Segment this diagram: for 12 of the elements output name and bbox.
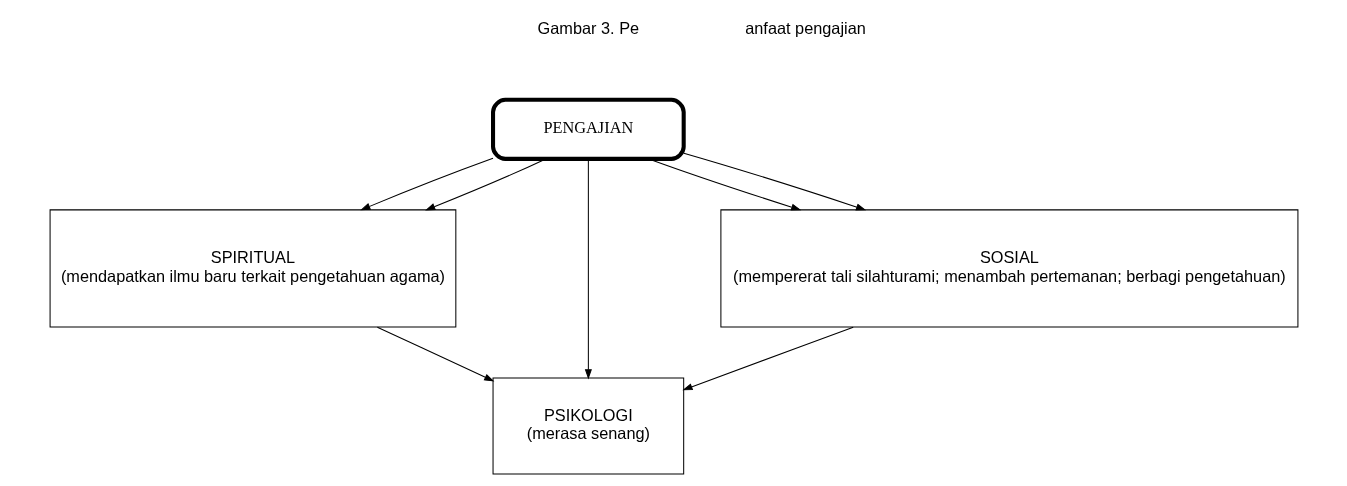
arrow bbox=[682, 152, 866, 211]
arrow bbox=[359, 157, 493, 211]
node-box: SOSIAL (mempererat tali silahturami; menambah pertemanan; berbagi pengetahuan) bbox=[719, 209, 1298, 328]
label: Gambar 3. Pe bbox=[537, 19, 639, 38]
node-box: SPIRITUAL (mendapatkan ilmu baru terkait pengetahuan agama) bbox=[49, 209, 456, 328]
arrow bbox=[424, 158, 546, 211]
arrow bbox=[584, 158, 592, 380]
label: anfaat pengajian bbox=[744, 19, 866, 38]
node-box: PSIKOLOGI (merasa senang) bbox=[492, 377, 684, 475]
arrow bbox=[376, 326, 494, 382]
node-box: PENGAJIAN bbox=[490, 97, 686, 161]
arrow bbox=[681, 326, 854, 391]
